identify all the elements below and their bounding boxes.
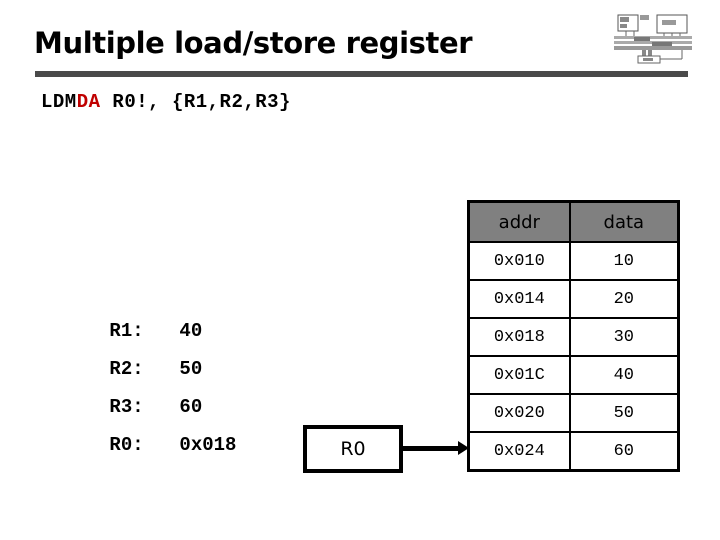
- register-row: R1: 40: [41, 274, 236, 342]
- register-row: R0: 0x018: [41, 388, 236, 456]
- page-title: Multiple load/store register: [34, 26, 473, 60]
- register-row: R2: 50: [41, 312, 236, 380]
- cell-data: 10: [568, 241, 680, 281]
- register-value: 0x018: [179, 434, 237, 456]
- cell-addr: 0x01C: [467, 355, 571, 395]
- table-row: 0x01C 40: [467, 355, 680, 395]
- r0-pointer-box: R0: [303, 425, 403, 473]
- cell-data: 30: [568, 317, 680, 357]
- register-value: 60: [179, 396, 203, 418]
- instruction-suffix: DA: [76, 91, 101, 113]
- register-value: 50: [179, 358, 203, 380]
- table-row: 0x018 30: [467, 317, 680, 357]
- pointer-arrow-head-icon: [458, 441, 469, 455]
- table-row: 0x024 60: [467, 431, 680, 472]
- column-header-addr: addr: [467, 200, 571, 243]
- cell-data: 40: [568, 355, 680, 395]
- table-row: 0x020 50: [467, 393, 680, 433]
- instruction-line: LDMDA R0!, {R1,R2,R3}: [41, 91, 291, 113]
- system-block-diagram-icon: [612, 12, 694, 64]
- register-value: 40: [179, 320, 203, 342]
- column-header-data: data: [568, 200, 680, 243]
- instruction-operands: R0!, {R1,R2,R3}: [100, 91, 291, 113]
- register-list: R1: 40 R2: 50 R3: 60 R0: 0x018: [41, 274, 236, 456]
- table-header-row: addr data: [467, 200, 680, 243]
- register-name: R0:: [109, 434, 144, 456]
- cell-data: 50: [568, 393, 680, 433]
- register-name: R1:: [109, 320, 144, 342]
- register-row: R3: 60: [41, 350, 236, 418]
- cell-addr: 0x018: [467, 317, 571, 357]
- cell-addr: 0x020: [467, 393, 571, 433]
- cell-addr: 0x010: [467, 241, 571, 281]
- pointer-arrow-shaft: [403, 446, 461, 451]
- register-name: R3:: [109, 396, 144, 418]
- cell-addr: 0x014: [467, 279, 571, 319]
- title-divider: [35, 71, 688, 77]
- cell-data: 20: [568, 279, 680, 319]
- register-name: R2:: [109, 358, 144, 380]
- memory-table: addr data 0x010 10 0x014 20 0x018 30 0x0…: [467, 200, 680, 472]
- table-row: 0x014 20: [467, 279, 680, 319]
- table-row: 0x010 10: [467, 241, 680, 281]
- instruction-mnemonic: LDM: [41, 91, 77, 113]
- cell-addr: 0x024: [467, 431, 571, 472]
- cell-data: 60: [568, 431, 680, 472]
